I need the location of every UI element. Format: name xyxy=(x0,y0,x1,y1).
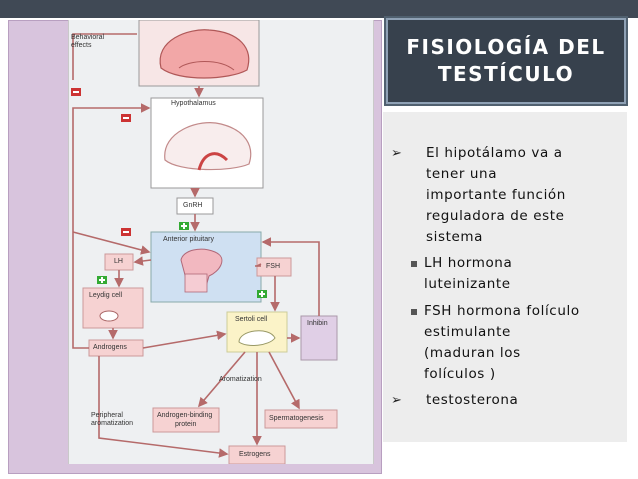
arrow-bullet-icon: ➢ xyxy=(391,145,402,160)
hormone-axis-diagram xyxy=(71,20,338,464)
bullet-1-line-2: tener una xyxy=(426,166,498,182)
label-sertoli: Sertoli cell xyxy=(235,316,268,323)
content-panel xyxy=(383,112,627,442)
fsh-box xyxy=(256,257,292,277)
label-aromatization-2: aromatization xyxy=(91,420,134,427)
label-fsh: FSH xyxy=(266,263,280,270)
bullet-1-line-3: importante función xyxy=(426,187,566,203)
arrow-bullet-icon: ➢ xyxy=(391,392,402,407)
label-abp-2: protein xyxy=(175,421,197,428)
square-bullet-icon xyxy=(411,261,417,267)
label-behavioral: Behavioral xyxy=(71,34,105,41)
bullet-3-line-2: estimulante xyxy=(424,324,511,340)
label-gnrh: GnRH xyxy=(183,202,203,209)
label-abp-1: Androgen-binding xyxy=(157,412,213,419)
label-hypothalamus: Hypothalamus xyxy=(171,100,216,107)
spermatogenesis-box xyxy=(264,409,338,429)
label-inhibin: Inhibin xyxy=(307,320,328,327)
top-bar xyxy=(0,0,638,18)
diagram-image: Behavioral effects Hypothalamus GnRH Ant… xyxy=(68,20,374,464)
label-anterior-pituitary: Anterior pituitary xyxy=(163,236,214,243)
estrogens-box xyxy=(228,445,286,464)
label-aromatization: Aromatization xyxy=(219,376,262,383)
hypothalamus-brain-shape xyxy=(164,122,252,171)
label-lh: LH xyxy=(114,258,123,265)
slide-title-box: FISIOLOGÍA DEL TESTÍCULO xyxy=(386,18,626,104)
bullet-2-line-2: luteinizante xyxy=(424,276,511,292)
bullet-1-line-5: sistema xyxy=(426,229,484,245)
slide-title-line-2: TESTÍCULO xyxy=(437,62,575,86)
inhibin-box xyxy=(300,315,338,361)
square-bullet-icon xyxy=(411,309,417,315)
slide-title-line-1: FISIOLOGÍA DEL xyxy=(406,35,606,59)
label-effects: effects xyxy=(71,42,92,49)
bullet-4-line-1: testosterona xyxy=(426,392,519,408)
bullet-3-line-1: FSH hormona folículo xyxy=(424,303,580,319)
label-peripheral: Peripheral xyxy=(91,412,123,419)
bullet-3-line-3: (maduran los xyxy=(424,345,521,361)
bullet-2-line-1: LH hormona xyxy=(424,255,513,271)
bullet-1-line-4: reguladora de este xyxy=(426,208,565,224)
label-leydig: Leydig cell xyxy=(89,292,123,299)
bullet-1-line-1: El hipotálamo va a xyxy=(426,145,563,161)
label-estrogens: Estrogens xyxy=(239,451,271,458)
label-androgens: Androgens xyxy=(93,344,127,351)
label-spermatogenesis: Spermatogenesis xyxy=(269,415,324,422)
abp-box xyxy=(152,407,220,433)
bullet-3-line-4: folículos ) xyxy=(424,366,496,382)
